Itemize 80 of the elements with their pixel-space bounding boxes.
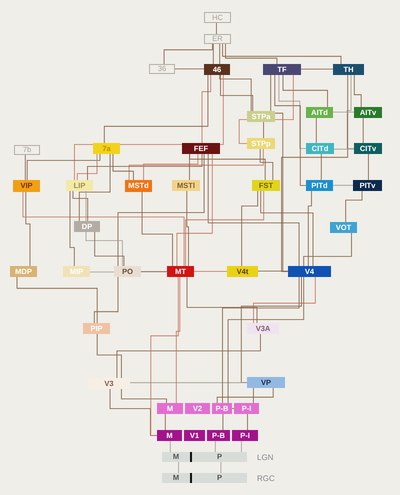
connector-line bbox=[116, 334, 261, 378]
connector-line bbox=[170, 440, 171, 452]
connector-line bbox=[303, 232, 352, 266]
connector-line bbox=[225, 44, 278, 64]
connector-line bbox=[94, 276, 118, 324]
connector-line bbox=[240, 276, 302, 383]
connector-line bbox=[263, 122, 264, 138]
connector-line bbox=[24, 154, 26, 180]
connector-line bbox=[220, 74, 254, 112]
connector-line bbox=[260, 190, 314, 266]
connector-line bbox=[112, 154, 134, 180]
connector-line bbox=[70, 190, 75, 266]
connector-line bbox=[308, 190, 312, 266]
connector-line bbox=[176, 154, 213, 266]
connector-line bbox=[174, 68, 204, 70]
connector-line bbox=[216, 388, 274, 404]
connector-line bbox=[281, 74, 348, 272]
connector-line bbox=[253, 276, 316, 324]
connector-line bbox=[185, 190, 264, 266]
connector-line bbox=[222, 276, 300, 404]
connector-line bbox=[222, 414, 224, 430]
connector-line bbox=[208, 154, 300, 266]
connector-line bbox=[22, 192, 184, 266]
connector-line bbox=[362, 118, 364, 144]
connector-line bbox=[241, 190, 258, 266]
connector-line bbox=[164, 414, 166, 430]
connector-line bbox=[258, 270, 288, 272]
connector-line bbox=[128, 148, 264, 180]
layer-label: RGC bbox=[257, 474, 275, 483]
connector-line bbox=[274, 74, 306, 186]
connector-line bbox=[150, 276, 179, 436]
connector-line bbox=[189, 154, 266, 180]
connector-line bbox=[87, 154, 202, 180]
connector-line bbox=[140, 271, 168, 272]
connector-line bbox=[260, 148, 274, 180]
connector-line bbox=[241, 440, 242, 452]
connector-line bbox=[212, 44, 214, 64]
connector-line bbox=[222, 44, 342, 64]
connector-line bbox=[346, 74, 354, 149]
connector-line bbox=[202, 74, 212, 144]
connector-line bbox=[214, 440, 216, 452]
connector-line bbox=[26, 154, 100, 180]
connector-line bbox=[253, 388, 254, 404]
connector-line bbox=[189, 154, 190, 180]
connector-line bbox=[76, 154, 98, 180]
connector-line bbox=[186, 276, 258, 324]
connector-line bbox=[164, 44, 213, 64]
connector-line bbox=[142, 192, 173, 266]
connector-line bbox=[94, 232, 124, 266]
connector-line bbox=[278, 74, 306, 149]
connector-line bbox=[72, 190, 88, 222]
connector-line bbox=[104, 74, 208, 144]
connector-line bbox=[228, 276, 304, 409]
connector-line bbox=[186, 190, 189, 266]
layer-label: LGN bbox=[257, 453, 274, 462]
connector-line bbox=[368, 154, 369, 180]
connector-line bbox=[219, 44, 252, 112]
connector-line bbox=[25, 192, 30, 266]
connector-line bbox=[194, 271, 228, 272]
connector-line bbox=[332, 184, 354, 186]
connector-line bbox=[216, 22, 217, 34]
connector-line bbox=[86, 190, 123, 266]
connector-line bbox=[96, 334, 122, 378]
connector-line bbox=[354, 74, 362, 108]
connector-line bbox=[220, 462, 222, 474]
connector-line bbox=[334, 148, 354, 150]
connector-line bbox=[247, 414, 248, 430]
connector-line bbox=[320, 154, 322, 180]
connector-line bbox=[16, 276, 98, 324]
connector-line bbox=[176, 276, 180, 404]
connector-line bbox=[345, 190, 362, 222]
connector-line bbox=[121, 388, 167, 404]
connector-line bbox=[316, 118, 317, 144]
connector-line bbox=[130, 382, 248, 384]
connector-line bbox=[178, 462, 179, 474]
connector-line bbox=[143, 154, 198, 180]
connector-line bbox=[78, 154, 110, 222]
connector-line bbox=[300, 68, 334, 70]
connector-line bbox=[282, 74, 328, 108]
connector-line bbox=[118, 154, 204, 266]
